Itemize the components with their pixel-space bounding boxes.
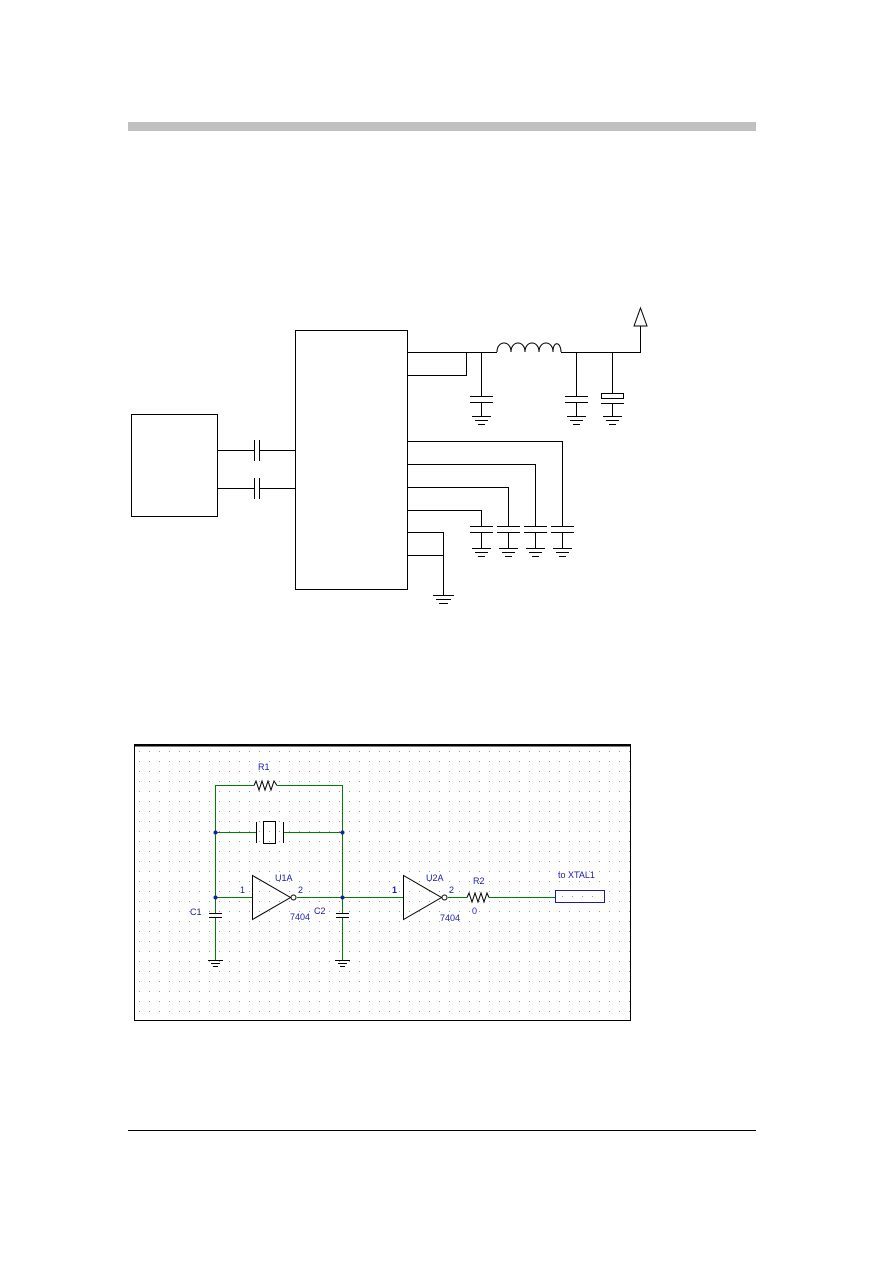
c2-label: C2	[314, 906, 326, 916]
inductor	[496, 342, 562, 353]
c1-capacitor	[209, 913, 222, 918]
xtal1-port	[555, 890, 605, 903]
source-block	[131, 414, 218, 517]
u2-pin-out-label: 2	[449, 885, 454, 895]
u1-inverter	[252, 874, 292, 921]
junction-dot	[213, 895, 218, 900]
u1-label: U1A	[275, 873, 293, 883]
supply-arrow	[633, 306, 648, 327]
c2-capacitor	[336, 913, 349, 918]
junction-dot	[340, 830, 345, 835]
junction-dot	[340, 895, 345, 900]
u2-label: U2A	[426, 873, 444, 883]
decoupling-capacitor-1	[470, 526, 493, 557]
r2-label: R2	[473, 876, 485, 886]
coupling-capacitor-2	[218, 478, 295, 499]
r1-label: R1	[258, 762, 270, 772]
schematic-frame	[134, 744, 631, 1021]
u2-inverter	[403, 874, 443, 921]
crystal	[263, 821, 276, 844]
r2-value-label: 0	[472, 906, 477, 916]
u1-part-label: 7404	[290, 912, 310, 922]
decoupling-capacitor-4	[551, 526, 574, 557]
u1-pin-out-label: 2	[298, 885, 303, 895]
decoupling-capacitor-2	[497, 526, 520, 557]
u2-pin-in-label: 1	[392, 885, 397, 895]
c1-label: C1	[190, 907, 202, 917]
r2-resistor	[466, 891, 490, 904]
u2-part-label: 7404	[440, 913, 460, 923]
u1-pin-in-label: 1	[240, 885, 245, 895]
filter-capacitor-1	[470, 352, 493, 425]
main-ic-block	[295, 330, 408, 590]
footer-rule	[128, 1130, 756, 1131]
filter-capacitor-3	[601, 352, 624, 425]
c1-ground	[208, 960, 223, 967]
xtal1-port-label: to XTAL1	[558, 870, 595, 880]
decoupling-capacitor-3	[524, 526, 547, 557]
coupling-capacitor-1	[218, 440, 295, 461]
header-bar	[128, 122, 756, 131]
junction-dot	[213, 830, 218, 835]
c2-ground	[335, 960, 350, 967]
filter-capacitor-2	[565, 352, 588, 425]
ic-ground	[408, 532, 454, 604]
r1-resistor	[253, 779, 278, 792]
